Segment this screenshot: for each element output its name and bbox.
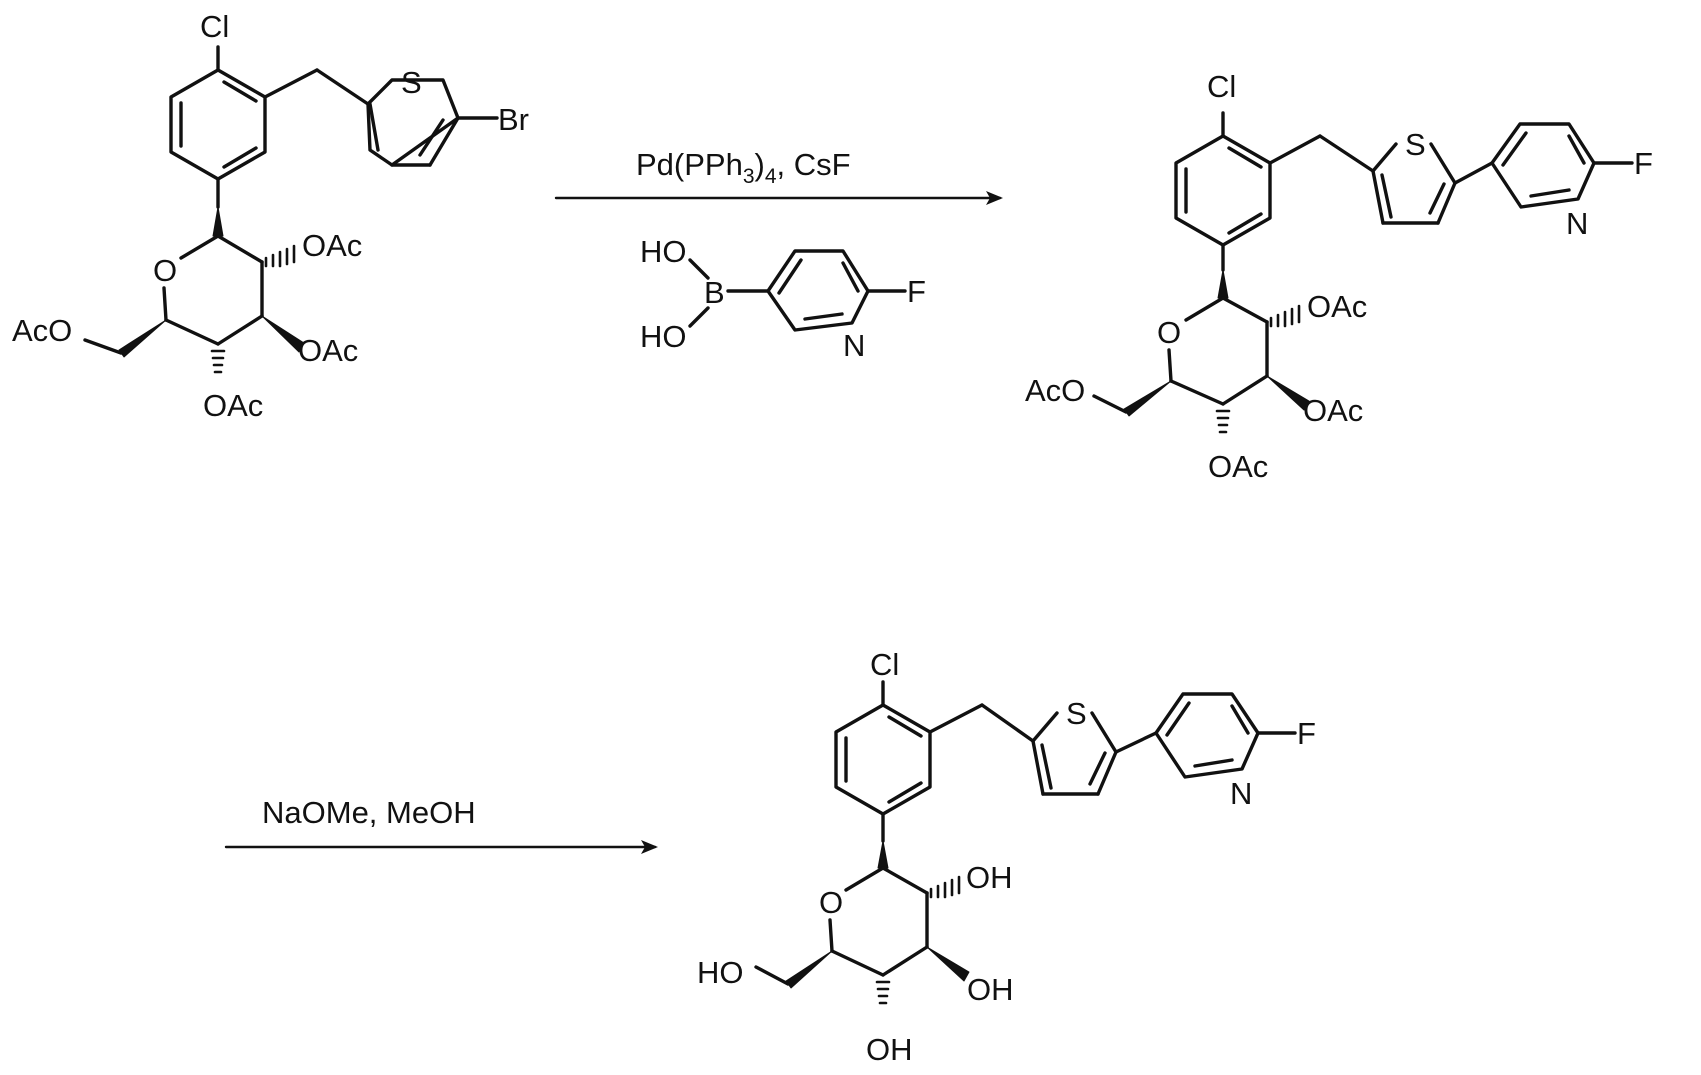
acetoxy-group: OAc — [302, 228, 362, 263]
reagent-catalyst-label: Pd(PPh3)4, CsF — [636, 147, 851, 188]
reaction-arrow-step-2 — [226, 840, 658, 854]
reaction-arrow-step-1 — [556, 191, 1003, 205]
fluorine-atom: F — [907, 274, 926, 309]
hashed-bond — [212, 351, 224, 372]
fluorine-atom: F — [1297, 716, 1316, 751]
hashed-bond — [1217, 411, 1229, 432]
sulfur-atom: S — [401, 65, 422, 100]
compound-2-fluoropyridyl-tetraacetate: Cl S F N O — [1025, 69, 1653, 484]
sulfur-atom: S — [1066, 696, 1087, 731]
hydroxyl-label: HO — [640, 234, 687, 269]
ring-oxygen: O — [153, 253, 177, 288]
nitrogen-atom: N — [843, 328, 865, 363]
deprotection-reagents-label: NaOMe, MeOH — [262, 795, 476, 830]
acetoxy-group: OAc — [1307, 289, 1367, 324]
chlorine-atom: Cl — [200, 9, 229, 44]
fluorine-atom: F — [1634, 146, 1653, 181]
nitrogen-atom: N — [1566, 206, 1588, 241]
acetoxy-group: OAc — [203, 388, 263, 423]
acetoxy-group: OAc — [298, 333, 358, 368]
hashed-bond — [931, 877, 959, 897]
acetoxy-group: AcO — [1025, 373, 1085, 408]
hydroxyl-group: OH — [866, 1032, 913, 1067]
nitrogen-atom: N — [1230, 776, 1252, 811]
ring-oxygen: O — [819, 885, 843, 920]
bromine-atom: Br — [498, 102, 529, 137]
compound-1-bromothiophene-tetraacetate: Cl S Br O OAc OAc — [12, 9, 529, 423]
acetoxy-group: AcO — [12, 313, 72, 348]
acetoxy-group: OAc — [1208, 449, 1268, 484]
hydroxyl-group: HO — [697, 955, 744, 990]
hashed-bond — [877, 982, 889, 1003]
hashed-bond — [266, 246, 294, 266]
svg-text:Pd(PPh3)4, CsF: Pd(PPh3)4, CsF — [636, 147, 851, 188]
compound-3-final-product: Cl S F N O OH — [697, 647, 1316, 1067]
boron-atom: B — [704, 275, 725, 310]
sulfur-atom: S — [1405, 127, 1426, 162]
chlorine-atom: Cl — [870, 647, 899, 682]
acetoxy-group: OAc — [1303, 393, 1363, 428]
fluoropyridine-boronic-acid: HO HO B F N — [640, 234, 926, 363]
chlorine-atom: Cl — [1207, 69, 1236, 104]
ring-oxygen: O — [1157, 315, 1181, 350]
hashed-bond — [1271, 306, 1299, 326]
hydroxyl-group: OH — [966, 860, 1013, 895]
hydroxyl-group: OH — [967, 972, 1014, 1007]
hydroxyl-label: HO — [640, 319, 687, 354]
